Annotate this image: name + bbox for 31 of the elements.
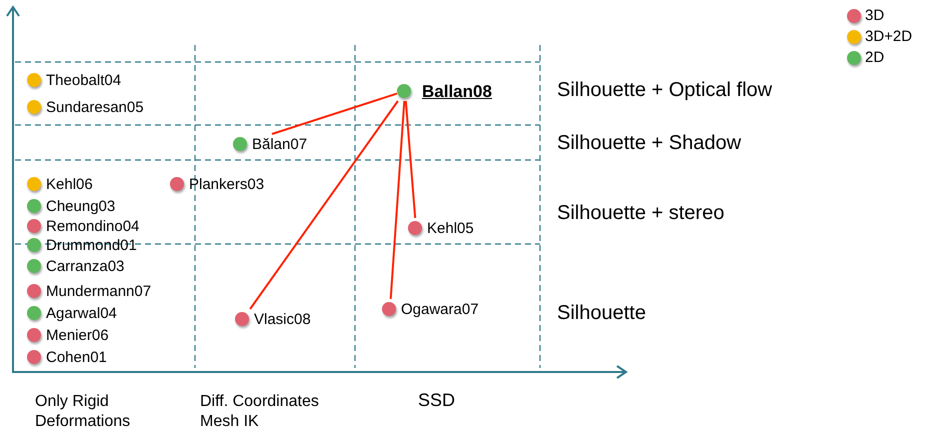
paper-label: Drummond01 xyxy=(46,238,137,252)
row-label: Silhouette + Optical flow xyxy=(557,78,772,103)
paper-label: Remondino04 xyxy=(46,218,140,234)
connector-line xyxy=(272,92,398,135)
paper-label: Kehl05 xyxy=(427,220,474,236)
paper-label: Agarwal04 xyxy=(46,306,117,320)
row-label: Silhouette + Shadow xyxy=(557,131,742,156)
legend-label: 3D+2D xyxy=(865,29,912,44)
row-label: Silhouette + stereo xyxy=(557,201,724,226)
column-label: SSD xyxy=(418,389,456,412)
paper-label: Sundaresan05 xyxy=(46,100,144,114)
paper-label: Ogawara07 xyxy=(401,302,479,316)
connector-line xyxy=(390,100,406,300)
column-label: Only Rigid Deformations xyxy=(35,392,132,432)
paper-label: Kehl06 xyxy=(46,176,93,192)
connector-line xyxy=(404,100,416,218)
row-label: Silhouette xyxy=(557,301,646,326)
paper-label: Bălan07 xyxy=(252,136,308,152)
paper-label: Mundermann07 xyxy=(46,284,152,298)
connector-line xyxy=(249,100,399,310)
paper-label: Vlasic08 xyxy=(254,312,311,326)
paper-label: Cheung03 xyxy=(46,198,116,214)
paper-label: Menier06 xyxy=(46,328,109,342)
paper-label: Theobalt04 xyxy=(46,72,122,88)
paper-label: Cohen01 xyxy=(46,350,107,364)
paper-label: Carranza03 xyxy=(46,258,124,274)
legend-label: 3D xyxy=(865,8,884,23)
column-label: Diff. Coordinates Mesh IK xyxy=(200,392,320,432)
legend-label: 2D xyxy=(865,50,884,65)
paper-label: Ballan08 xyxy=(422,82,492,100)
paper-label: Plankers03 xyxy=(189,176,264,192)
